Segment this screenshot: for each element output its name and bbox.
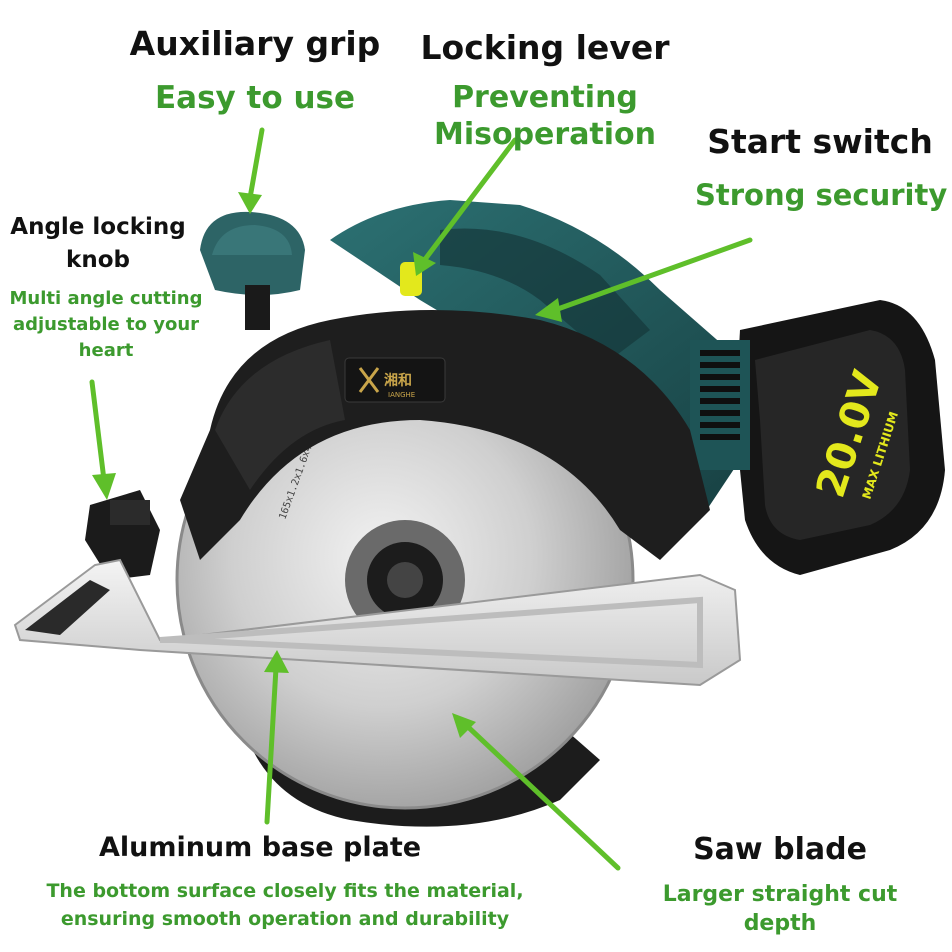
arrow-aux-grip <box>247 127 265 201</box>
base-plate-desc-1: The bottom surface closely fits the mate… <box>46 880 524 902</box>
base-plate-title: Aluminum base plate <box>98 832 422 863</box>
saw-blade-title: Saw blade <box>693 832 867 867</box>
handle-grip-overlay <box>440 228 650 360</box>
locking-lever-title: Locking lever <box>420 28 670 67</box>
aux-grip-desc: Easy to use <box>154 80 355 116</box>
start-switch-title: Start switch <box>707 122 933 161</box>
battery-pack <box>690 300 945 575</box>
angle-knob-title-1: Angle locking <box>10 214 186 240</box>
arrow-start-switch <box>552 237 753 313</box>
aluminum-base-plate <box>13 558 742 687</box>
angle-knob-desc-2: adjustable to your <box>12 314 200 335</box>
brand-logo-text: 湘和 <box>384 372 412 389</box>
saw-blade-desc-2: depth <box>743 911 817 936</box>
angle-knob-desc-3: heart <box>78 340 134 361</box>
callout-arrows <box>89 127 753 871</box>
angle-knob-desc-1: Multi angle cutting <box>9 288 203 309</box>
arrow-base-plate <box>264 665 279 825</box>
angle-knob-title-2: knob <box>66 247 130 273</box>
brand-logo-sub: IANGHE <box>388 391 415 399</box>
base-plate-desc-2: ensuring smooth operation and durability <box>60 908 510 930</box>
locking-lever-desc-1: Preventing <box>452 80 638 115</box>
arrow-locking-lever <box>420 137 518 265</box>
brand-badge <box>344 357 446 403</box>
saw-blade-desc-1: Larger straight cut <box>662 882 898 907</box>
aux-grip-title: Auxiliary grip <box>129 24 381 63</box>
start-switch-desc: Strong security <box>695 178 948 212</box>
arrow-saw-blade <box>463 722 621 871</box>
arrow-angle-knob <box>89 379 107 483</box>
locking-lever-desc-2: Misoperation <box>433 117 657 152</box>
